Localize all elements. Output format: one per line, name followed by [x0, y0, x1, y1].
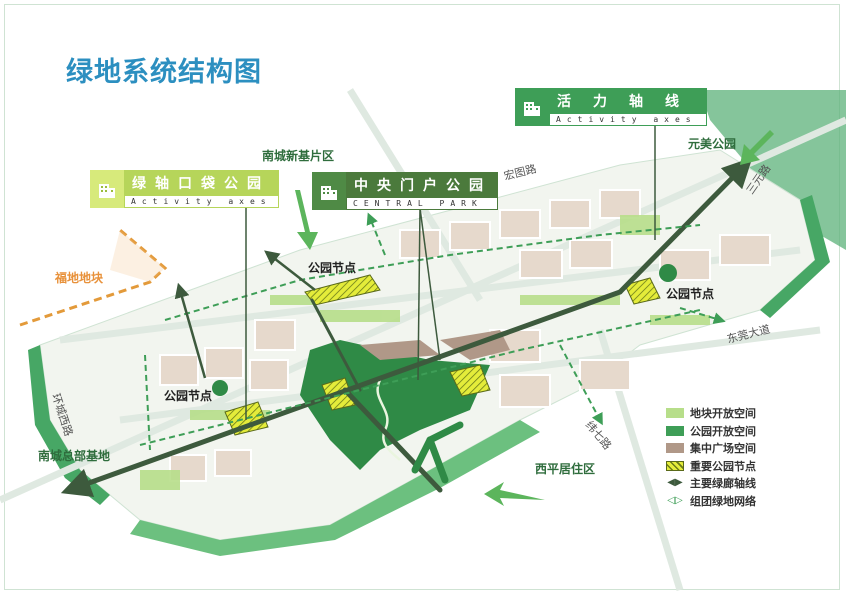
building-icon	[312, 172, 346, 210]
label-node-left: 公园节点	[164, 388, 212, 403]
plaza-a	[360, 340, 440, 360]
legend-item: ◀▶ 主要绿廊轴线	[666, 475, 756, 491]
flow-arrow-west-residential	[484, 482, 545, 506]
road-hongtu: 宏图路	[502, 161, 537, 183]
fudi-glow	[110, 230, 165, 282]
building-icon	[515, 88, 549, 126]
central-park-area	[300, 340, 490, 470]
callout-activity-axis-title: 活力轴线	[549, 88, 707, 113]
callout-activity-axis: 活力轴线 Activity axes	[515, 88, 707, 126]
legend-label: 组团绿地网络	[690, 494, 756, 508]
legend-label: 主要绿廊轴线	[690, 477, 756, 490]
fudi-boundary	[19, 228, 168, 327]
network-loop-north	[164, 224, 701, 321]
axis-node-top	[310, 298, 362, 392]
legend-swatch	[666, 408, 684, 418]
legend-hatch-swatch	[666, 460, 684, 471]
callout-central-park-title: 中央门户公园	[346, 172, 498, 197]
leader-central-a	[417, 207, 421, 381]
legend-label: 集中广场空间	[690, 442, 756, 455]
leader-central-b	[419, 207, 441, 361]
label-node-top: 公园节点	[308, 260, 356, 275]
edge-green-bottom	[130, 420, 540, 556]
legend-item: 集中广场空间	[666, 440, 756, 456]
legend-item: ◁▷ 组团绿地网络	[666, 493, 756, 509]
network-link-d	[366, 212, 386, 256]
park-circle-right	[659, 264, 677, 282]
land-blocks	[159, 189, 771, 482]
flow-arrow-yuanmei	[740, 130, 774, 165]
callout-activity-axis-subtitle: Activity axes	[549, 113, 707, 126]
page-frame	[4, 4, 840, 590]
network-loop-south	[139, 309, 701, 446]
legend-item: 地块开放空间	[666, 405, 756, 421]
network-link-c	[679, 307, 726, 325]
double-arrow-icon: ◀▶	[667, 477, 683, 488]
callout-central-park-subtitle: CENTRAL PARK	[346, 197, 498, 210]
leader-north	[264, 250, 316, 291]
legend-swatch	[666, 425, 684, 436]
flow-arrow-new-area	[295, 190, 318, 250]
network-link-a	[144, 354, 151, 451]
legend-item: 重要公园节点	[666, 458, 756, 474]
node-right	[624, 277, 661, 305]
label-xiping: 西平居住区	[535, 461, 595, 476]
legend-label: 地块开放空间	[690, 407, 756, 420]
callout-green-axis-title: 绿轴口袋公园	[124, 170, 279, 195]
legend-swatch	[666, 443, 684, 453]
building-icon	[90, 170, 124, 208]
callout-green-axis: 绿轴口袋公园 Activity axes	[90, 170, 279, 208]
label-yuanmei: 元美公园	[688, 136, 736, 151]
label-nancheng-new: 南城新基片区	[262, 148, 334, 163]
label-node-right: 公园节点	[666, 286, 714, 301]
legend: 地块开放空间 公园开放空间 集中广场空间 重要公园节点 ◀▶ 主要绿廊轴线 ◁▷…	[666, 405, 756, 510]
dashed-double-arrow-icon: ◁▷	[667, 494, 683, 506]
leader-northwest	[174, 282, 207, 379]
label-nancheng-hq: 南城总部基地	[38, 448, 110, 463]
legend-item: 公园开放空间	[666, 423, 756, 439]
legend-label: 公园开放空间	[690, 424, 756, 438]
edge-green-right	[760, 195, 830, 318]
node-center-b	[449, 364, 491, 397]
legend-label: 重要公园节点	[690, 459, 756, 473]
road-weiqi: 纬七路	[583, 419, 614, 453]
park-circle-left	[212, 380, 228, 396]
label-fudi: 福地地块	[54, 270, 104, 285]
callout-green-axis-subtitle: Activity axes	[124, 195, 279, 208]
network-link-b	[559, 344, 603, 426]
axis-to-south	[342, 387, 443, 493]
park-entrance-y	[411, 421, 464, 484]
map-title: 绿地系统结构图	[66, 57, 262, 88]
callout-central-park: 中央门户公园 CENTRAL PARK	[312, 172, 498, 210]
main-axis-northeast	[617, 157, 753, 295]
